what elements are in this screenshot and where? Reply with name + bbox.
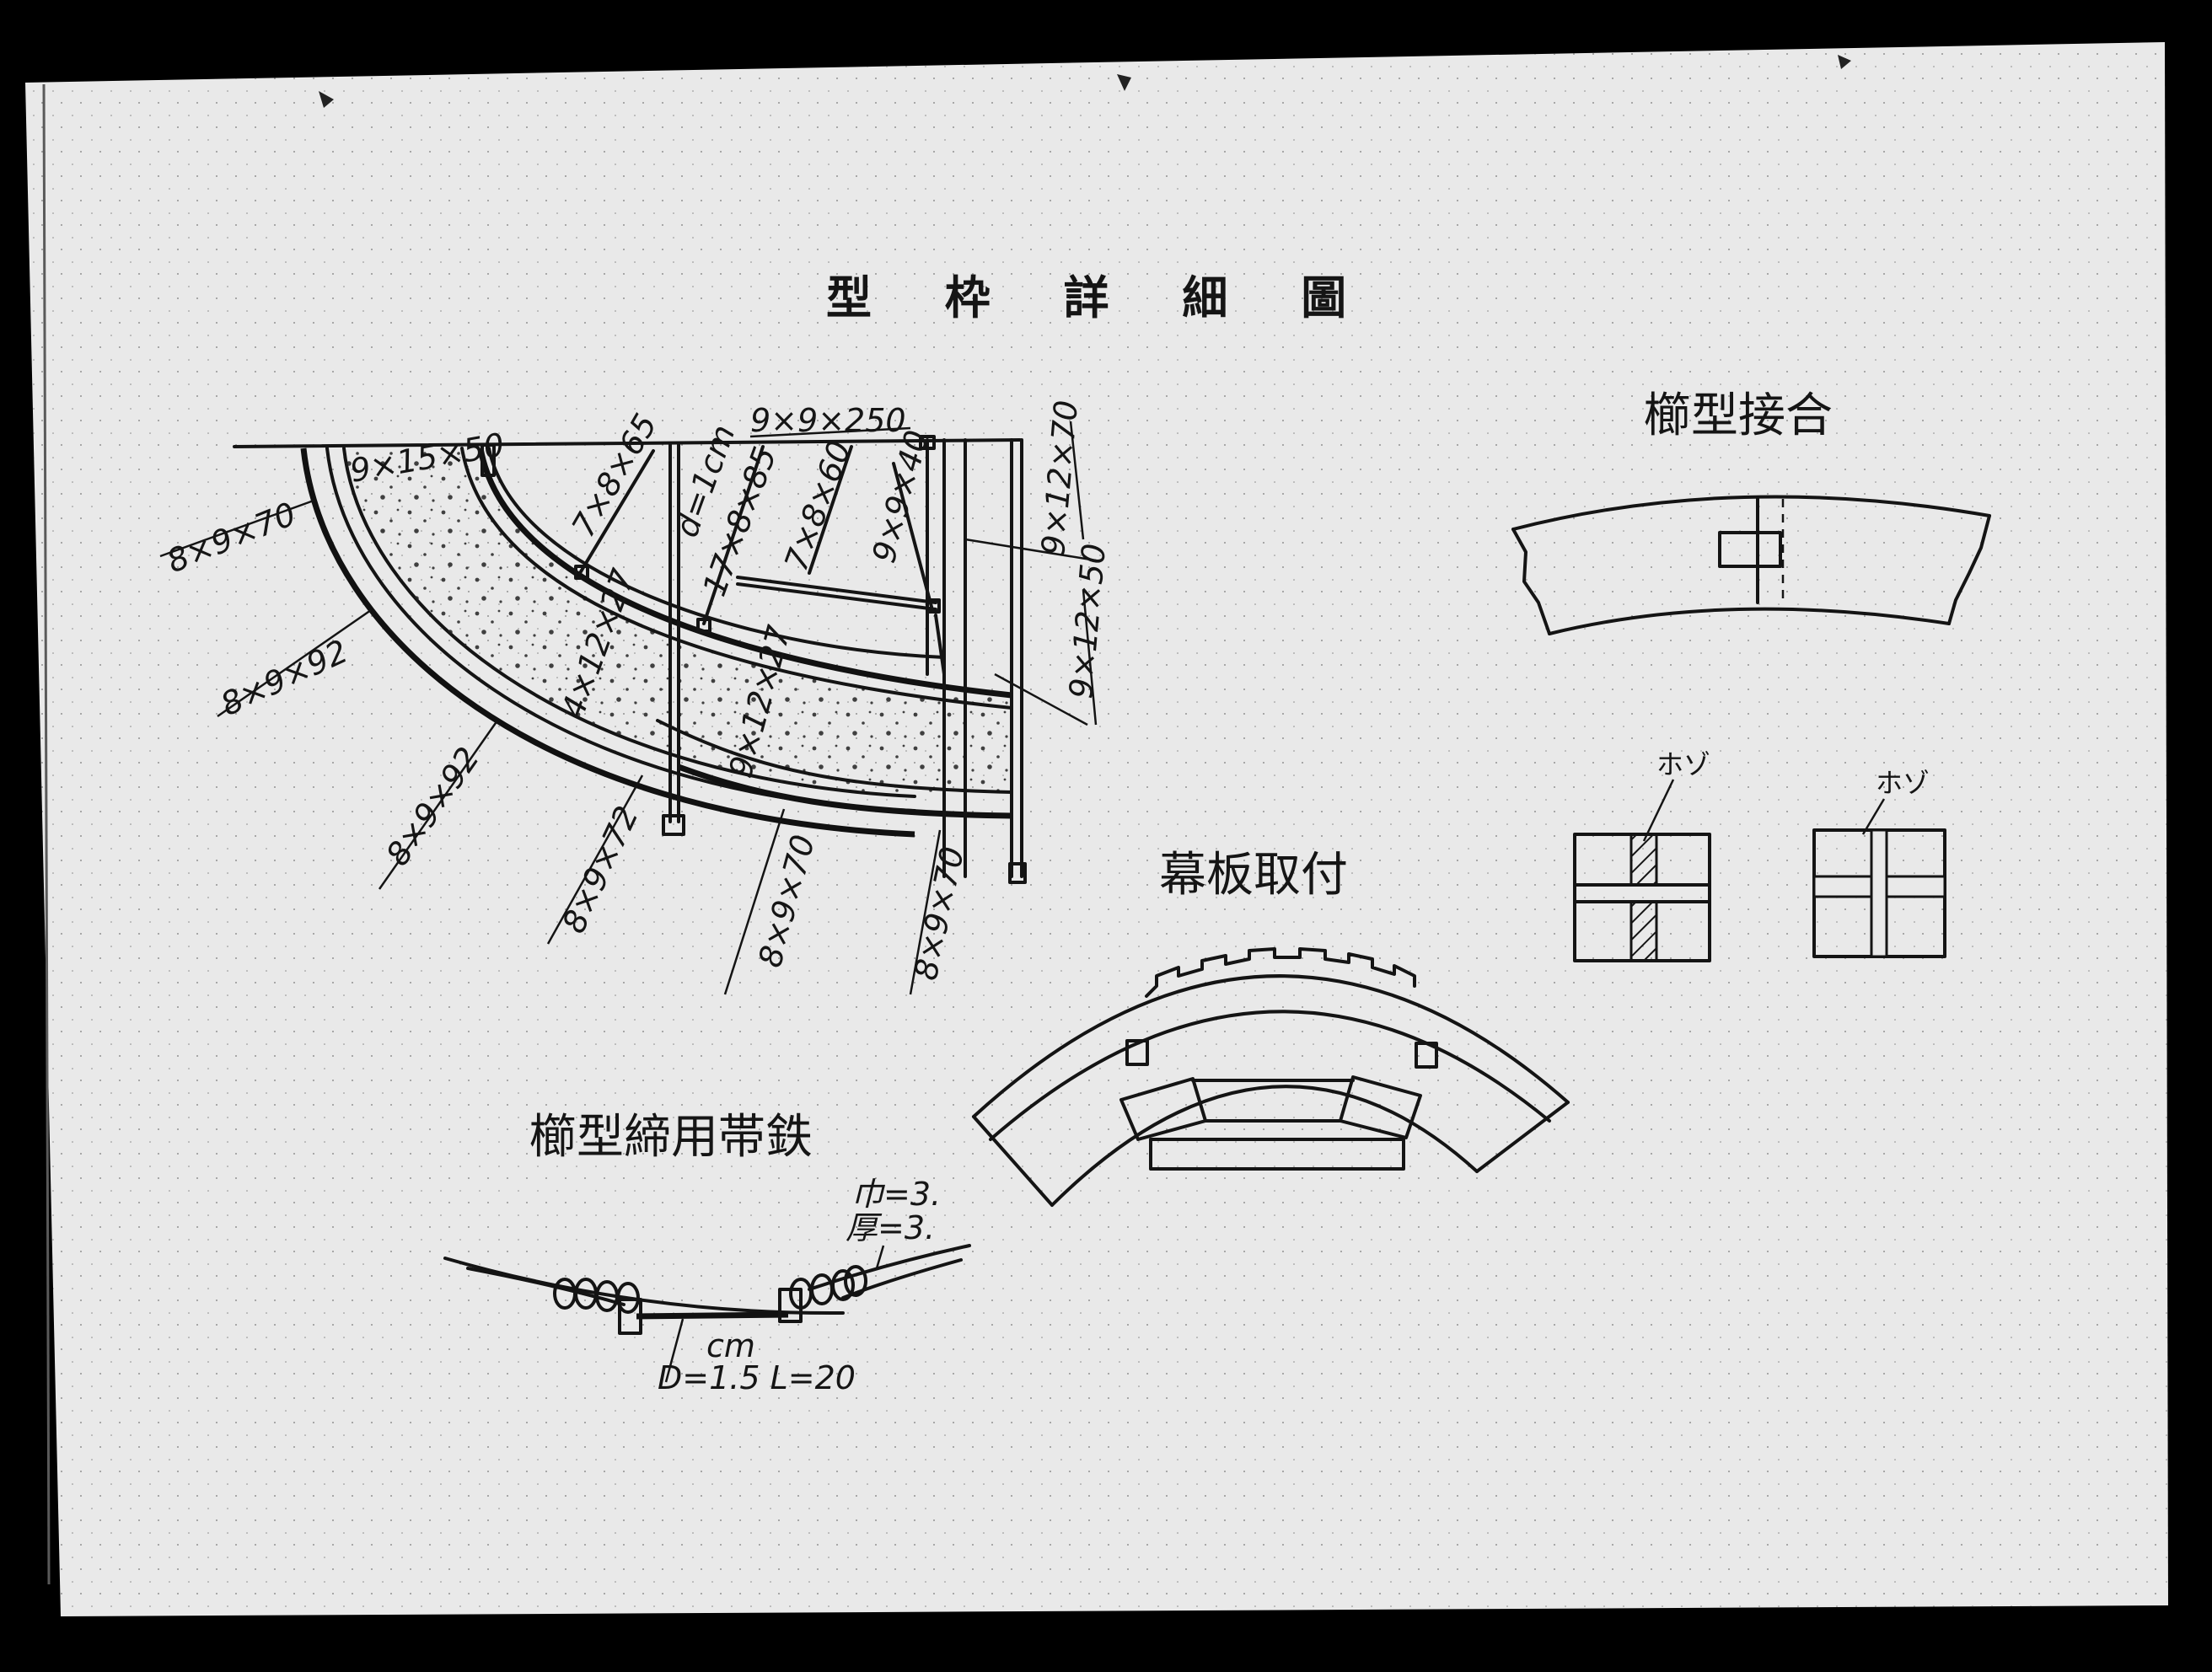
panel-mount-detail: 幕板取付 bbox=[972, 848, 1570, 1207]
tenon-label-1: ホゾ bbox=[1656, 748, 1710, 780]
comb-joint-detail: 櫛型接合 ホゾ ホゾ bbox=[1511, 389, 1991, 962]
dim-top-beam: 9×9×250 bbox=[750, 402, 906, 439]
drawing-title: 型 枠 詳 細 圖 bbox=[826, 271, 1375, 324]
bolt-coils-right bbox=[778, 1265, 867, 1323]
band-unit-label: cm bbox=[706, 1327, 755, 1364]
band-iron-title: 櫛型締用帯鉄 bbox=[529, 1110, 813, 1165]
band-thickness-label: 厚=3. bbox=[846, 1209, 935, 1246]
tenon-label-2: ホゾ bbox=[1876, 767, 1930, 799]
band-dim-label: D=1.5 L=20 bbox=[658, 1359, 856, 1396]
bolt-coils-left bbox=[553, 1278, 642, 1335]
comb-joint-title: 櫛型接合 bbox=[1644, 389, 1833, 443]
panel-mount-title: 幕板取付 bbox=[1159, 848, 1348, 903]
band-iron-detail: 櫛型締用帯鉄 巾=3. 厚=3. cm D=1.5 L=20 bbox=[443, 1110, 971, 1396]
concrete-fill-outer bbox=[344, 448, 1012, 796]
band-width-label: 巾=3. bbox=[851, 1176, 941, 1213]
